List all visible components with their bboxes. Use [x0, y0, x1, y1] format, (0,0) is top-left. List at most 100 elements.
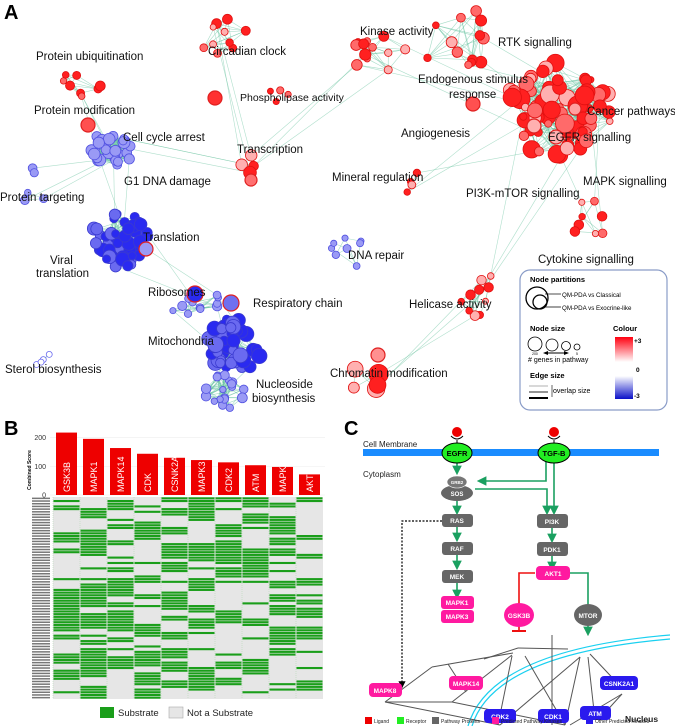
- network-edge: [216, 23, 242, 165]
- substrate-cell: [161, 543, 188, 546]
- substrate-cell: [161, 680, 188, 683]
- node-tgfb-label: TGF-B: [543, 449, 566, 458]
- substrate-cell: [80, 583, 107, 586]
- substrate-cell: [269, 516, 296, 519]
- substrate-cell: [188, 607, 215, 610]
- substrate-matrix: [52, 497, 323, 699]
- substrate-cell: [188, 672, 215, 675]
- substrate-cell: [53, 672, 80, 675]
- panel-a-label: A: [4, 2, 19, 24]
- pathway-node: [200, 383, 212, 394]
- hub-node: [370, 347, 386, 363]
- pathway-node: [451, 46, 463, 58]
- substrate-cell: [215, 567, 242, 570]
- label-mitochondria: Mitochondria: [148, 336, 214, 348]
- substrate-cell: [161, 599, 188, 602]
- substrate-cell: [107, 656, 134, 659]
- row-label: [32, 621, 50, 623]
- substrate-cell: [53, 658, 80, 661]
- row-label: [32, 581, 50, 583]
- row-label: [32, 645, 50, 648]
- pathway-node: [476, 274, 487, 286]
- substrate-cell: [269, 561, 296, 565]
- legend-edge-caption: overlap size: [553, 388, 590, 395]
- pathway-node: [559, 141, 575, 156]
- substrate-cell: [242, 661, 269, 664]
- substrate-cell: [188, 553, 215, 556]
- substrate-cell: [188, 543, 215, 546]
- substrate-cell: [80, 594, 107, 597]
- substrate-cell: [215, 524, 242, 527]
- legend-partitions-title: Node partitions: [530, 275, 585, 284]
- pathway-node: [215, 357, 226, 369]
- y-tick-label: 0: [42, 493, 46, 500]
- legend-size-max: 200: [532, 352, 538, 356]
- label-cell-cycle-arrest: Cell cycle arrest: [123, 132, 206, 144]
- substrate-cell: [107, 502, 134, 505]
- substrate-cell: [161, 532, 188, 535]
- bar-label: GSK3B: [62, 462, 72, 492]
- pathway-node: [222, 13, 233, 25]
- substrate-cell: [296, 578, 323, 581]
- pathway-node: [226, 333, 241, 348]
- network-edge: [123, 138, 254, 167]
- pathway-node: [544, 119, 553, 128]
- substrate-cell: [134, 677, 161, 680]
- pathway-node: [456, 12, 466, 23]
- substrate-cell: [215, 615, 242, 618]
- row-label: [32, 591, 50, 594]
- substrate-legend-label: Substrate: [118, 708, 159, 719]
- bar: [164, 457, 185, 495]
- network-edge: [427, 57, 473, 61]
- substrate-cell: [161, 605, 188, 608]
- label-translation: Translation: [143, 232, 199, 244]
- substrate-cell: [215, 508, 242, 511]
- pathway-node: [574, 85, 595, 106]
- substrate-cell: [242, 623, 269, 626]
- substrate-cell: [134, 672, 161, 675]
- substrate-cell: [242, 505, 269, 508]
- substrate-cell: [134, 578, 161, 581]
- substrate-cell: [269, 642, 296, 645]
- node-mtor: [574, 604, 602, 626]
- substrate-cell: [188, 513, 215, 516]
- label-nucleoside: Nucleoside: [256, 379, 313, 391]
- substrate-cell: [215, 561, 242, 565]
- substrate-cell: [107, 499, 134, 503]
- y-tick-label: 100: [34, 464, 46, 471]
- substrate-cell: [161, 669, 188, 672]
- substrate-cell: [188, 567, 215, 570]
- substrate-cell: [134, 532, 161, 535]
- row-label: [32, 511, 50, 513]
- pathway-node: [352, 262, 361, 270]
- substrate-cell: [161, 545, 188, 548]
- pathway-node: [94, 80, 106, 92]
- substrate-cell: [242, 580, 269, 583]
- substrate-cell: [80, 537, 107, 540]
- substrate-cell: [215, 613, 242, 616]
- pathway-node: [212, 372, 222, 382]
- row-label: [32, 661, 50, 664]
- substrate-cell: [215, 532, 242, 535]
- pathway-node: [196, 304, 205, 313]
- legend-node-size-title: Node size: [530, 324, 565, 333]
- panel-c-label: C: [344, 418, 359, 440]
- substrate-cell: [215, 535, 242, 538]
- substrate-cell: [53, 551, 80, 554]
- substrate-cell: [242, 518, 269, 521]
- row-label: [32, 634, 50, 637]
- substrate-cell: [134, 650, 161, 653]
- size-200-icon: [527, 336, 543, 352]
- bar-label: CDK: [143, 473, 153, 492]
- substrate-cell: [188, 626, 215, 629]
- substrate-cell: [242, 669, 269, 672]
- substrate-cell: [107, 658, 134, 661]
- substrate-cell: [161, 637, 188, 640]
- pathway-node: [20, 195, 30, 205]
- substrate-cell: [188, 502, 215, 505]
- substrate-cell: [161, 570, 188, 573]
- substrate-cell: [296, 650, 323, 653]
- substrate-cell: [53, 548, 80, 551]
- substrate-cell: [296, 680, 323, 683]
- legend-colour-min: -3: [634, 393, 640, 400]
